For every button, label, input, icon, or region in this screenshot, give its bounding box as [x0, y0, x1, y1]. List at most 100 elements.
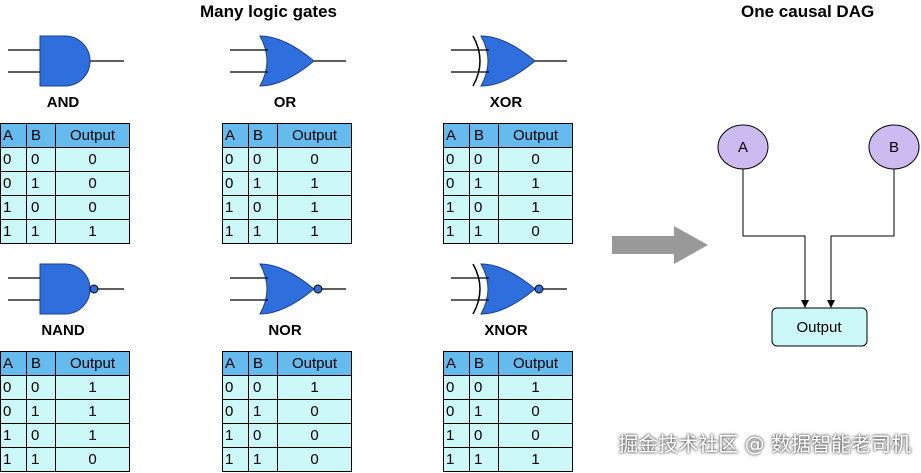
table-cell: 0 — [498, 423, 573, 448]
table-cell: 0 — [469, 423, 499, 448]
table-cell: 0 — [26, 195, 56, 220]
table-cell: 1 — [0, 447, 27, 472]
table-cell: 1 — [443, 219, 470, 244]
table-cell: 1 — [277, 195, 352, 220]
column-header: A — [222, 351, 249, 376]
one-causal-dag-title: One causal DAG — [741, 2, 875, 21]
table-cell: 1 — [55, 423, 130, 448]
nor-gate-symbol — [230, 263, 346, 315]
column-header: B — [469, 351, 499, 376]
table-cell: 0 — [222, 375, 249, 400]
dag-output-node — [771, 307, 868, 347]
xor-curve — [472, 35, 481, 87]
column-header: Output — [55, 351, 130, 376]
table-cell: 0 — [443, 375, 470, 400]
gate-body — [39, 263, 91, 315]
table-cell: 0 — [222, 147, 249, 172]
table-cell: 1 — [443, 447, 470, 472]
xnor-gate-symbol — [451, 263, 567, 315]
column-header: B — [469, 123, 499, 148]
table-cell: 1 — [222, 447, 249, 472]
column-header: Output — [498, 351, 573, 376]
table-cell: 0 — [469, 195, 499, 220]
nand-gate-symbol — [8, 263, 124, 315]
table-cell: 1 — [26, 447, 56, 472]
table-cell: 1 — [443, 423, 470, 448]
table-cell: 1 — [443, 195, 470, 220]
table-cell: 0 — [498, 399, 573, 424]
table-cell: 1 — [498, 447, 573, 472]
table-cell: 0 — [248, 195, 278, 220]
table-cell: 0 — [55, 171, 130, 196]
table-cell: 1 — [26, 219, 56, 244]
column-header: B — [26, 351, 56, 376]
inversion-bubble — [534, 284, 544, 294]
watermark: 掘金技术社区 @ 数据智能老司机 — [618, 432, 911, 456]
column-header: Output — [277, 351, 352, 376]
table-cell: 0 — [469, 375, 499, 400]
table-cell: 1 — [469, 171, 499, 196]
gate-body — [259, 35, 315, 87]
table-cell: 1 — [26, 399, 56, 424]
many-logic-gates-title: Many logic gates — [200, 2, 337, 21]
or-gate-label: OR — [273, 94, 297, 111]
dag-node-a-label: A — [738, 139, 748, 156]
column-header: Output — [55, 123, 130, 148]
table-cell: 1 — [55, 399, 130, 424]
gate-body — [259, 263, 315, 315]
table-cell: 1 — [498, 375, 573, 400]
table-cell: 1 — [222, 219, 249, 244]
table-cell: 0 — [248, 375, 278, 400]
table-cell: 1 — [277, 375, 352, 400]
table-cell: 1 — [55, 219, 130, 244]
xor-curve — [472, 263, 481, 315]
table-cell: 0 — [277, 423, 352, 448]
nor-gate-label: NOR — [268, 322, 302, 339]
table-cell: 0 — [55, 447, 130, 472]
column-header: Output — [277, 123, 352, 148]
nand-gate-label: NAND — [41, 322, 85, 339]
table-cell: 0 — [277, 399, 352, 424]
xnor-gate-label: XNOR — [484, 322, 528, 339]
table-cell: 0 — [222, 399, 249, 424]
xor-gate-symbol — [451, 35, 567, 87]
table-cell: 0 — [443, 399, 470, 424]
table-cell: 0 — [277, 447, 352, 472]
table-cell: 1 — [248, 447, 278, 472]
table-cell: 1 — [498, 195, 573, 220]
table-cell: 0 — [498, 219, 573, 244]
and-gate-symbol — [8, 35, 124, 87]
gate-body — [480, 263, 536, 315]
xor-gate-label: XOR — [489, 94, 523, 111]
column-header: A — [443, 351, 470, 376]
or-gate-symbol — [230, 35, 346, 87]
column-header: A — [0, 123, 27, 148]
table-cell: 1 — [55, 375, 130, 400]
column-header: A — [0, 351, 27, 376]
table-cell: 0 — [26, 147, 56, 172]
table-cell: 0 — [26, 423, 56, 448]
table-cell: 1 — [277, 219, 352, 244]
table-cell: 1 — [248, 399, 278, 424]
inversion-bubble — [313, 284, 323, 294]
